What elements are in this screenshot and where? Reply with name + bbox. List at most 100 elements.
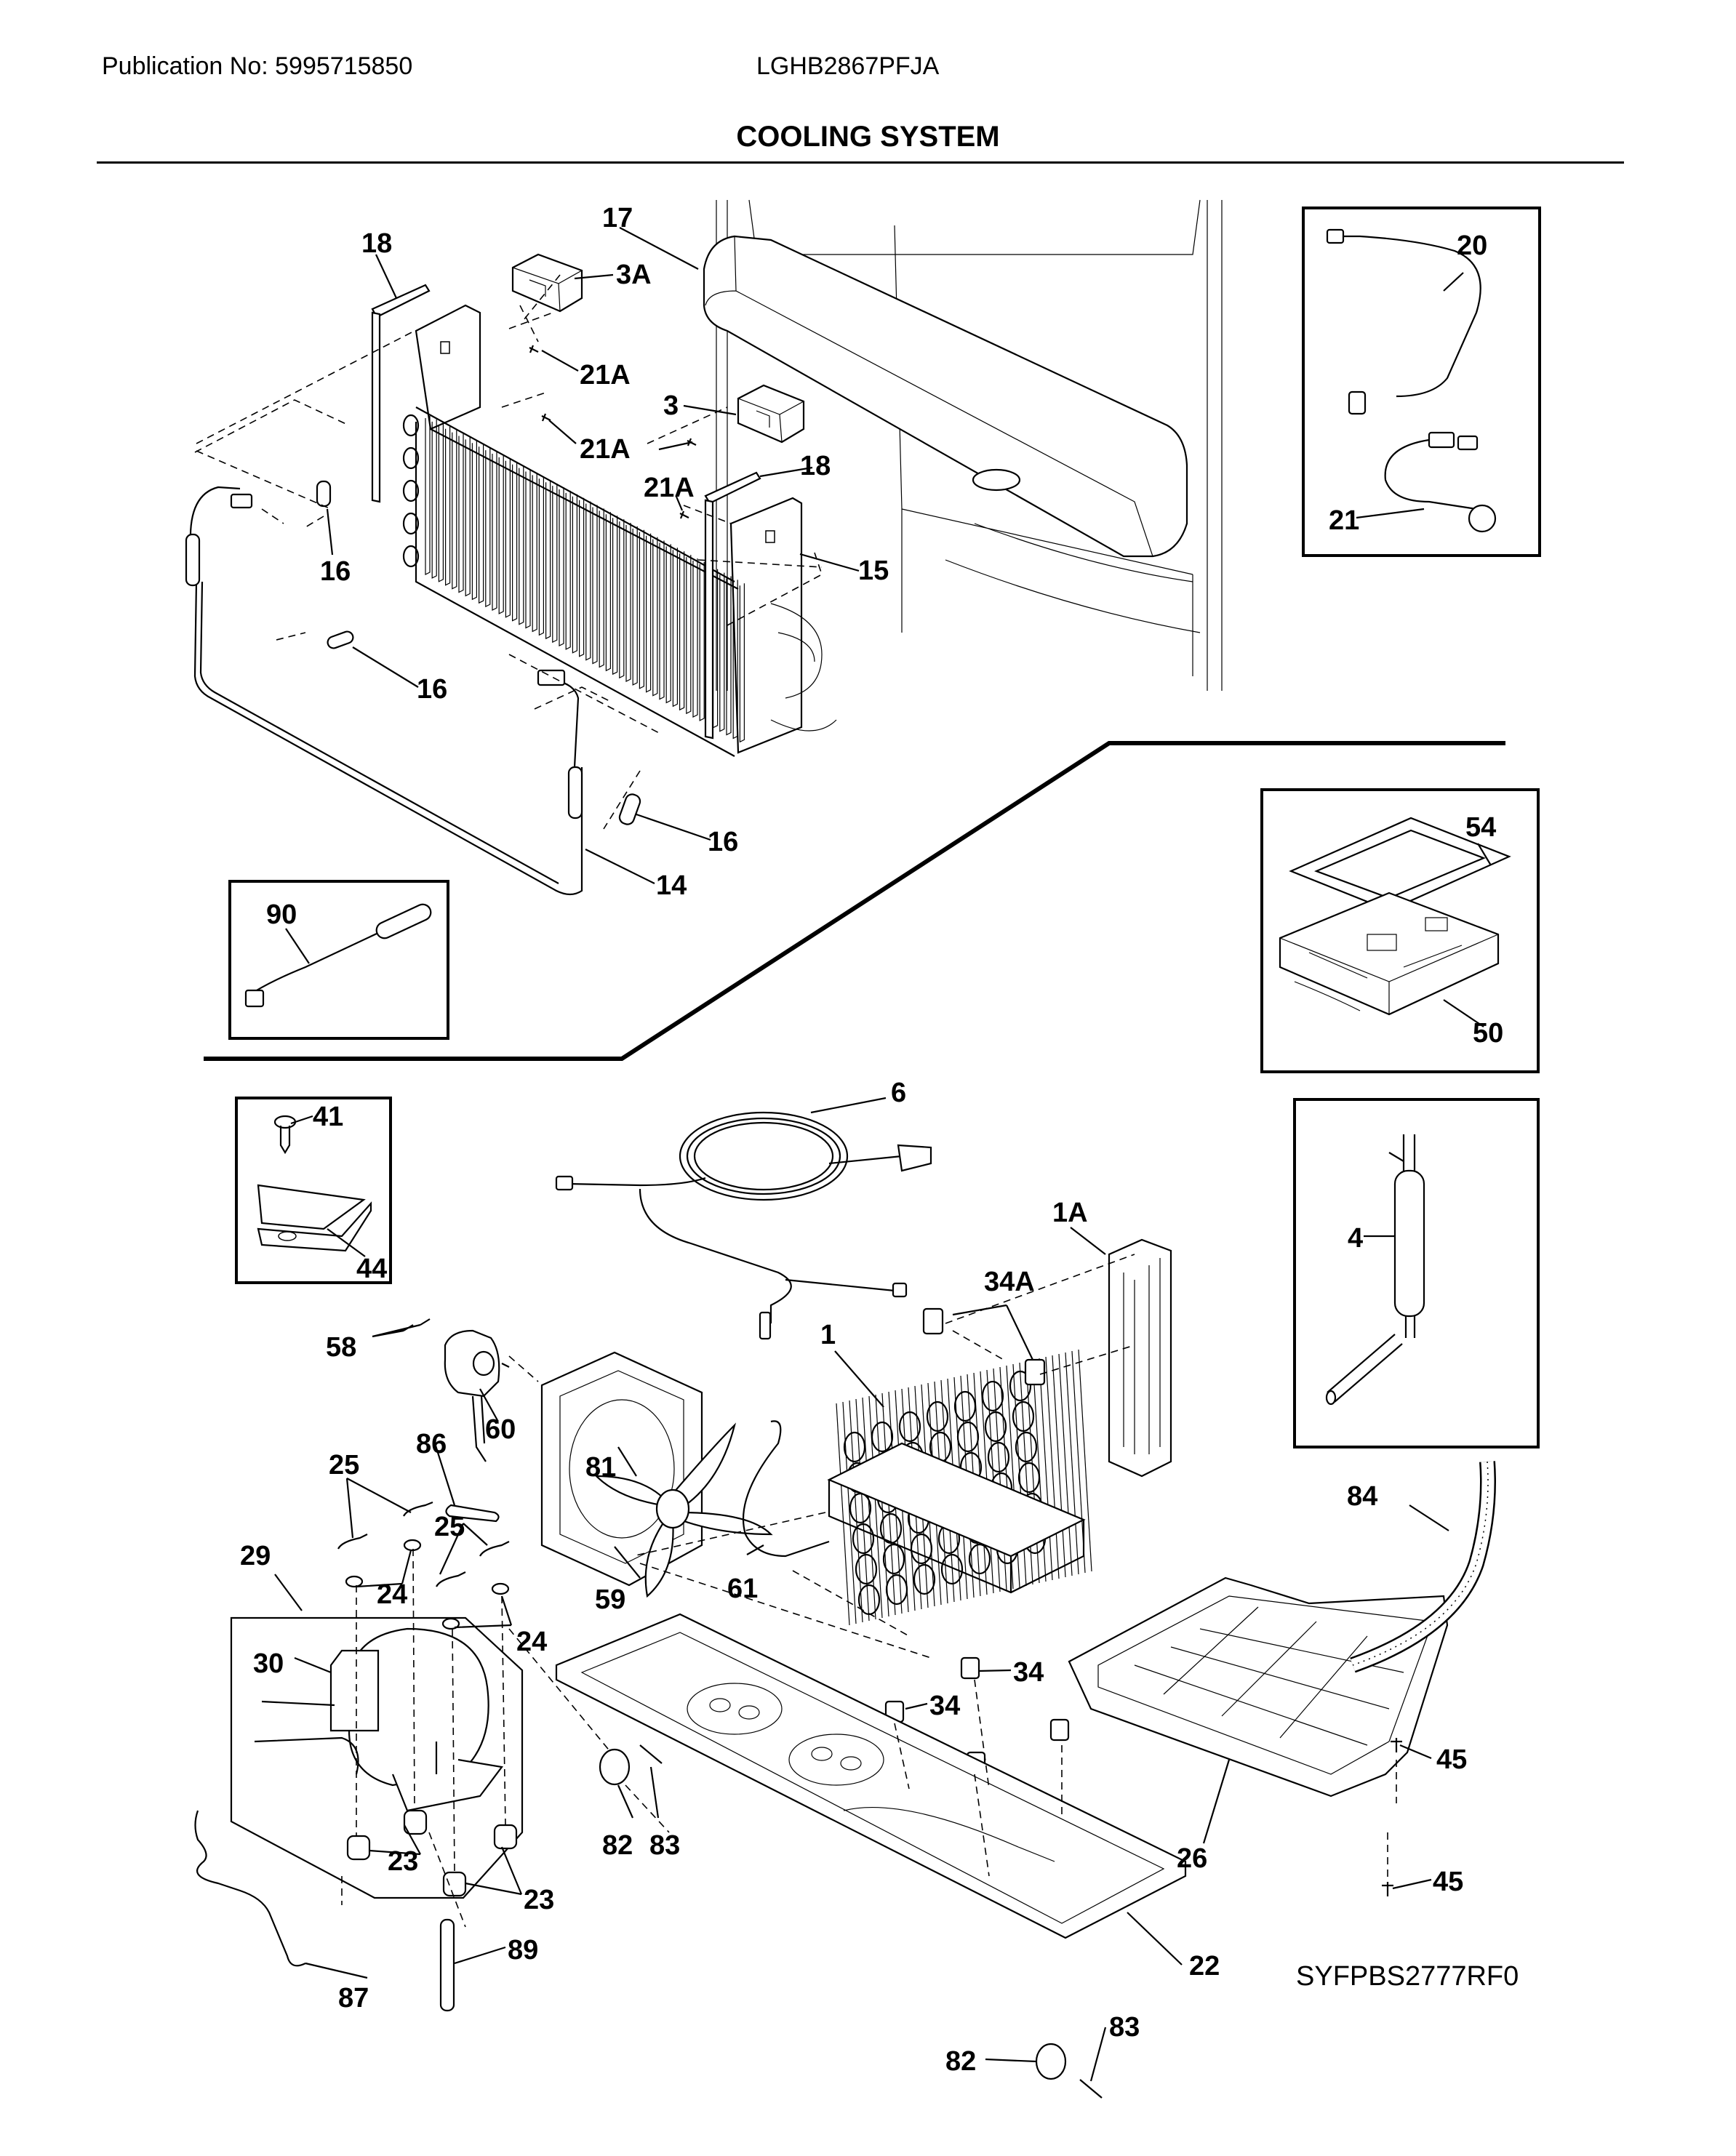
diagram-code: SYFPBS2777RF0 [1296, 1961, 1519, 1992]
base-pan-22-illustration [555, 1613, 1187, 1939]
callout-17: 17 [602, 203, 633, 233]
screw-41-illustration [273, 1115, 297, 1155]
callout-20: 20 [1457, 231, 1487, 261]
callout-29: 29 [240, 1541, 271, 1571]
section-divider [204, 741, 1505, 1061]
callout-14: 14 [656, 870, 687, 901]
callout-61: 61 [727, 1574, 758, 1604]
drain-hose-84-illustration [1350, 1461, 1496, 1673]
power-cord-6-illustration [555, 1111, 932, 1340]
freezer-liner-illustration [703, 199, 1223, 691]
callout-3: 3 [663, 390, 679, 421]
screw-83-illustrations [639, 1744, 1103, 2099]
callout-81: 81 [585, 1452, 616, 1483]
callout-34a: 34A [984, 1267, 1035, 1297]
temperature-probe-90-illustration [244, 903, 432, 1008]
washer-24-illustrations [345, 1539, 510, 1630]
callout-21: 21 [1329, 505, 1359, 536]
callout-82: 82 [945, 2046, 976, 2077]
callout-18: 18 [800, 451, 831, 481]
callout-24: 24 [377, 1579, 407, 1610]
filter-drier-4-illustration [1325, 1134, 1425, 1406]
foam-strip-18-illustrations [371, 284, 761, 740]
callout-23: 23 [524, 1885, 554, 1915]
inset-box-90 [228, 880, 449, 1040]
model-number: LGHB2867PFJA [756, 52, 940, 80]
callout-21a: 21A [580, 360, 631, 390]
callout-3a: 3A [616, 260, 652, 290]
fan-motor-60-illustration [444, 1329, 510, 1462]
condenser-1-illustration [827, 1349, 1092, 1626]
callout-83: 83 [649, 1830, 680, 1861]
callout-59: 59 [595, 1584, 625, 1615]
callout-21a: 21A [644, 473, 695, 503]
callout-15: 15 [858, 556, 889, 586]
clip-34a-illustrations [922, 1307, 1046, 1386]
callout-25: 25 [329, 1450, 359, 1480]
callout-50: 50 [1473, 1018, 1503, 1049]
screw-58-illustrations [403, 1318, 431, 1331]
header-rule [97, 161, 1624, 164]
callout-25: 25 [434, 1512, 465, 1542]
page-title: COOLING SYSTEM [736, 121, 1000, 153]
bracket-3a-illustration [511, 253, 583, 313]
tube-89-illustration [439, 1918, 455, 2012]
callout-86: 86 [416, 1429, 447, 1459]
inset-box-41-44 [235, 1097, 392, 1284]
drain-pan-26-illustration [1068, 1576, 1449, 1798]
defrost-heater-14-illustration [185, 486, 583, 896]
callout-22: 22 [1189, 1951, 1220, 1981]
inset-box-4 [1293, 1098, 1540, 1448]
callout-58: 58 [326, 1332, 356, 1363]
condenser-plate-1a-illustration [1108, 1238, 1172, 1478]
foot-82-illustrations [599, 1748, 1067, 2080]
callout-45: 45 [1433, 1867, 1463, 1897]
control-board-50-54-illustration [1279, 817, 1511, 1016]
publication-number: Publication No: 5995715850 [102, 52, 413, 80]
callout-84: 84 [1347, 1481, 1377, 1512]
callout-18: 18 [361, 228, 392, 259]
callout-1a: 1A [1052, 1198, 1088, 1228]
screw-21a-illustrations [529, 345, 697, 519]
bracket-86-illustration [445, 1504, 500, 1523]
hinge-plate-44-illustration [257, 1184, 372, 1252]
callout-6: 6 [891, 1078, 906, 1108]
callout-30: 30 [253, 1648, 284, 1679]
callout-4: 4 [1348, 1223, 1363, 1254]
callout-60: 60 [485, 1414, 516, 1445]
callout-83: 83 [1109, 2012, 1140, 2043]
callout-23: 23 [388, 1846, 418, 1877]
sleeve-16-illustrations [316, 480, 641, 825]
callout-24: 24 [516, 1627, 547, 1657]
inset-box-50-54 [1260, 788, 1540, 1073]
thermistor-21-illustration [1384, 431, 1497, 533]
callout-89: 89 [508, 1935, 538, 1965]
callout-44: 44 [356, 1254, 387, 1284]
sensor-harness-20-illustration [1326, 228, 1481, 415]
callout-26: 26 [1177, 1843, 1207, 1874]
callout-41: 41 [313, 1102, 343, 1132]
fan-shroud-81-illustration [540, 1351, 703, 1587]
evaporator-illustration [402, 304, 837, 757]
callout-45: 45 [1436, 1744, 1467, 1775]
callout-21a: 21A [580, 434, 631, 465]
callout-16: 16 [708, 827, 738, 857]
fan-blade-59-illustration [594, 1422, 773, 1598]
clip-25-illustrations [337, 1501, 510, 1587]
assembly-guide-lines-lower [341, 1254, 1397, 1928]
callout-leader-lines [274, 227, 1492, 2082]
callout-34: 34 [1013, 1657, 1044, 1688]
callout-87: 87 [338, 1983, 369, 2013]
callout-54: 54 [1465, 812, 1496, 843]
callout-82: 82 [602, 1830, 633, 1861]
tube-61-illustration [742, 1420, 830, 1558]
screw-45-illustrations [1382, 1738, 1402, 1896]
callout-90: 90 [266, 899, 297, 930]
callout-16: 16 [417, 674, 447, 705]
bracket-3-illustration [737, 384, 805, 444]
callout-16: 16 [320, 556, 351, 587]
callout-1: 1 [820, 1320, 836, 1350]
assembly-guide-lines-upper [194, 274, 823, 830]
callout-34: 34 [929, 1691, 960, 1721]
